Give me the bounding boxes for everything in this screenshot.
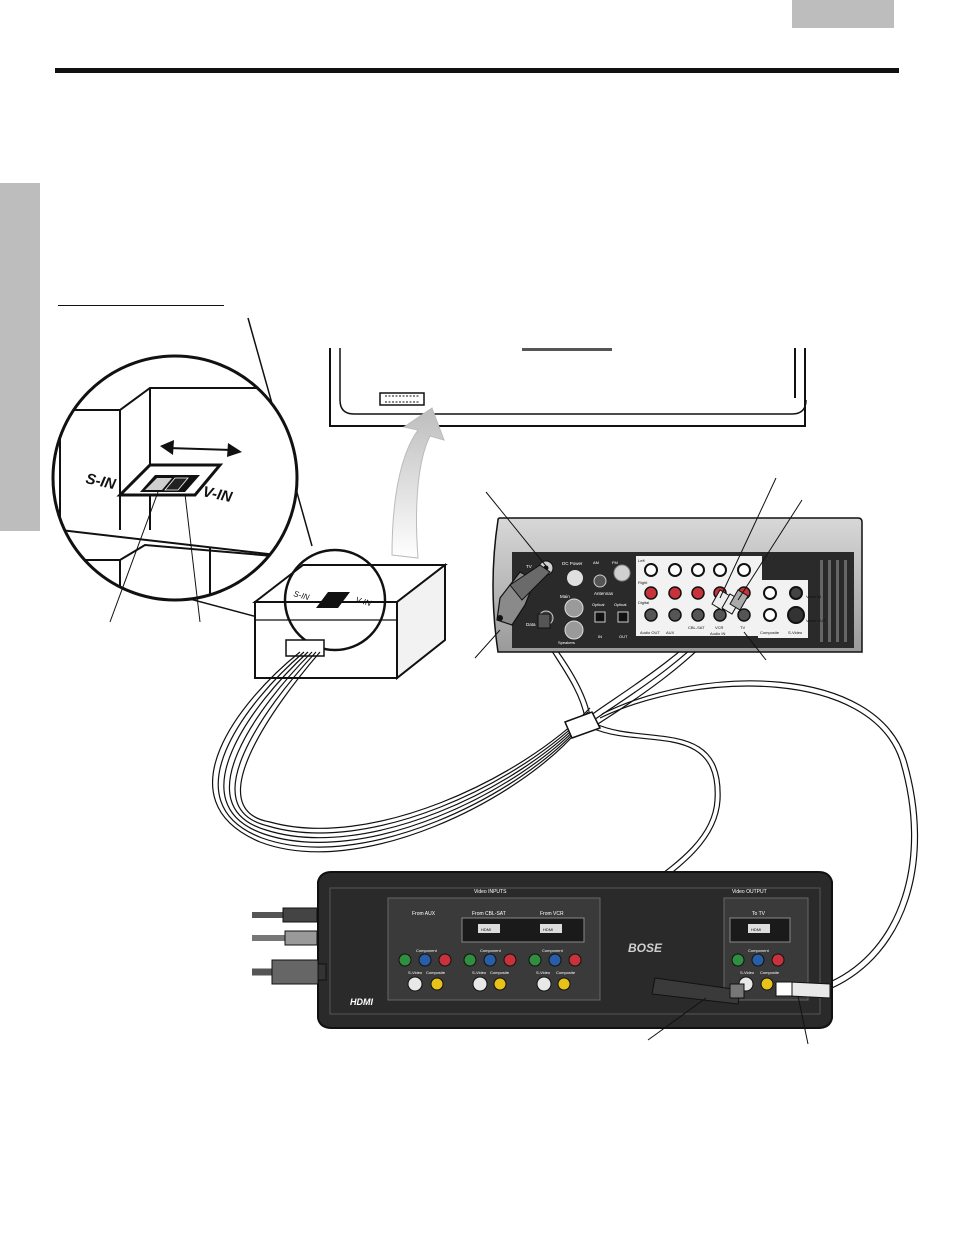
component-jacks — [398, 953, 785, 967]
am-label: AM — [593, 560, 599, 565]
switch-zoom-circle: S-IN V-IN — [51, 354, 299, 602]
scart-adapter: S-IN V-IN — [252, 548, 448, 681]
s-in-v-in-switch — [116, 463, 224, 497]
double-arrow-icon — [160, 440, 242, 457]
s-video-label-aux: S-Video — [408, 970, 423, 975]
s-video-label: S-Video — [788, 630, 803, 635]
television — [329, 348, 807, 427]
audio-out-label: Audio OUT — [640, 630, 660, 635]
header-rule — [55, 68, 899, 73]
optical-1-label: Optical — [592, 602, 605, 607]
adapter-label-v-in: V-IN — [354, 595, 372, 608]
digital-label: Digital — [638, 600, 649, 605]
connect-arrow-icon — [391, 407, 445, 559]
main-label: Main — [560, 594, 570, 599]
right-label: Right — [638, 580, 648, 585]
section-side-tab — [0, 183, 40, 531]
cbl-sat-label: CBL-SAT — [688, 625, 705, 630]
optical-2-label: Optical — [614, 602, 627, 607]
s-video-label-out: S-Video — [740, 970, 755, 975]
fm-label: FM — [612, 560, 618, 565]
from-aux-label: From AUX — [412, 911, 436, 917]
media-center-callouts — [474, 477, 803, 661]
corner-language-badge — [792, 0, 894, 28]
media-center-plugs — [496, 564, 749, 629]
callout-line-s-in — [109, 491, 159, 623]
video-in-label: Video IN — [806, 594, 821, 599]
tv-jack-label: TV — [526, 564, 532, 569]
hdmi-unit-left-cables — [252, 907, 327, 985]
callout-line-v-in — [184, 493, 201, 623]
composite-label-out: Composite — [760, 970, 780, 975]
s-video-label-cbl: S-Video — [472, 970, 487, 975]
s-video-label-vcr: S-Video — [536, 970, 551, 975]
hdmi-unit-output-plugs — [651, 977, 831, 1005]
switch-label-v-in: V-IN — [201, 483, 234, 506]
antennas-label: Antennas — [594, 591, 614, 596]
vcr-label: VCR — [715, 625, 724, 630]
data-port-label: Data — [526, 622, 536, 627]
hdmi-unit-callouts — [647, 995, 809, 1045]
dc-power-label: DC Power — [562, 561, 583, 566]
switch-label-s-in: S-IN — [84, 470, 118, 493]
component-label-vcr: Component — [542, 948, 564, 953]
from-cbl-sat-label: From CBL-SAT — [472, 911, 506, 917]
video-out-label: Video OUT — [806, 618, 826, 623]
scart-input-connector — [379, 392, 425, 406]
component-label-cbl: Component — [480, 948, 502, 953]
to-tv-label: To TV — [752, 911, 766, 917]
component-label-out: Component — [748, 948, 770, 953]
hdmi-interface-unit: Video INPUTS Video OUTPUT From AUX From … — [317, 871, 833, 1029]
composite-label-cbl: Composite — [490, 970, 510, 975]
from-vcr-label: From VCR — [540, 911, 564, 917]
video-inputs-label: Video INPUTS — [474, 889, 507, 895]
audio-jacks — [644, 563, 751, 622]
component-label-aux: Component — [416, 948, 438, 953]
out-label: OUT — [619, 634, 628, 639]
composite-label: Composite — [760, 630, 780, 635]
hdmi-port-vcr-label: HDMI — [543, 927, 553, 932]
cable-tie — [563, 711, 602, 739]
s-video-and-composite-jacks — [407, 976, 774, 992]
adapter-label-s-in: S-IN — [292, 589, 310, 602]
left-label: Left — [638, 558, 646, 563]
aux-label: AUX — [666, 630, 675, 635]
in-label: IN — [598, 634, 602, 639]
hdmi-logo: HDMI — [350, 997, 373, 1007]
composite-label-vcr: Composite — [556, 970, 576, 975]
composite-label-aux: Composite — [426, 970, 446, 975]
bose-logo: BOSE — [628, 941, 663, 955]
section-heading-underline — [58, 305, 224, 306]
media-center-rear-panel: TV Data DC Power Main Speakers AM FM Ant… — [492, 517, 863, 653]
video-output-label: Video OUTPUT — [732, 889, 767, 895]
tv-audio-label: TV — [740, 625, 745, 630]
speakers-label: Speakers — [558, 640, 575, 645]
hdmi-port-to-tv-label: HDMI — [751, 927, 761, 932]
adapter-cable-bundle — [211, 651, 591, 853]
hdmi-port-cbl-sat-label: HDMI — [481, 927, 491, 932]
audio-in-label: Audio IN — [710, 631, 725, 636]
